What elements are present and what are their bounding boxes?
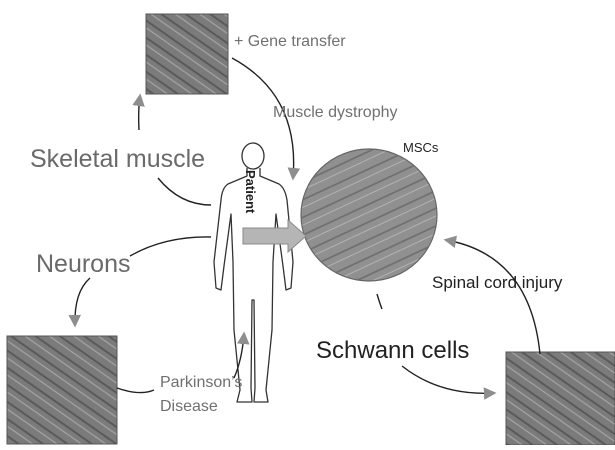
patient-label: Patient xyxy=(243,170,258,214)
parkinsons-label-line1: Parkinson’s xyxy=(160,374,242,391)
muscle-dystrophy-label: Muscle dystrophy xyxy=(273,104,398,121)
neurons-label: Neurons xyxy=(36,250,131,278)
mscs-label: MSCs xyxy=(403,140,439,155)
arrow-neurons-to-image xyxy=(75,278,90,325)
schwann-cells-label: Schwann cells xyxy=(316,337,469,364)
gene-transfer-label: + Gene transfer xyxy=(234,33,346,50)
arrow-patient-to-skeletal-muscle xyxy=(158,178,211,205)
arrow-schwann-to-image xyxy=(402,366,494,393)
arrow-muscle-to-skeletal xyxy=(139,96,140,130)
arrow-image-to-parkinsons xyxy=(117,388,154,393)
arrow-mscs-to-schwann xyxy=(377,294,382,309)
mscs-image xyxy=(301,149,437,281)
spinal-cord-injury-label: Spinal cord injury xyxy=(432,273,563,292)
skeletal-muscle-label: Skeletal muscle xyxy=(30,145,205,173)
schwann-cells-image xyxy=(506,352,615,445)
neurons-image xyxy=(7,336,117,444)
skeletal-muscle-image xyxy=(146,14,228,94)
arrow-patient-to-neurons xyxy=(130,237,211,256)
parkinsons-label-line2: Disease xyxy=(160,398,218,415)
